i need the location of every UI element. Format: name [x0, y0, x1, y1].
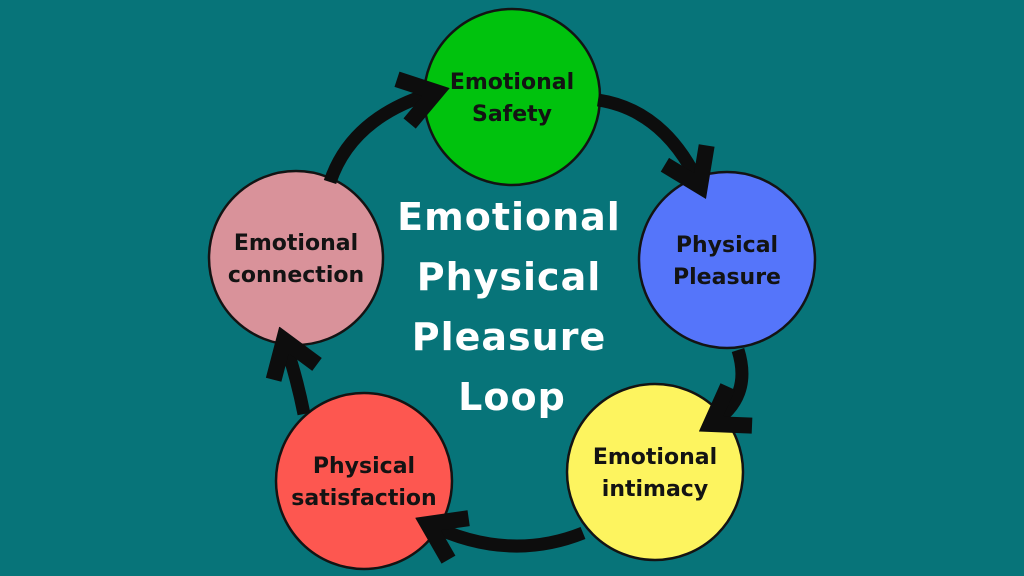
- node-circle-emotional-connection: [207, 169, 385, 347]
- node-label-line: Safety: [472, 102, 552, 127]
- node-label-line: Physical: [313, 454, 415, 479]
- diagram-title-line-4: Loop: [458, 375, 566, 419]
- node-label-line: satisfaction: [291, 486, 436, 511]
- diagram-title-line-2: Physical: [417, 255, 602, 299]
- node-label-line: Emotional: [234, 231, 358, 256]
- node-circle-physical-pleasure: [637, 170, 817, 350]
- arrow-intimacy-to-satisfaction: [428, 524, 586, 546]
- node-label-line: Physical: [676, 233, 778, 258]
- node-circle-emotional-intimacy: [565, 382, 745, 562]
- node-circle-physical-satisfaction: [274, 391, 454, 571]
- arrow-satisfaction-to-connection: [284, 340, 304, 416]
- node-label-line: Emotional: [593, 445, 717, 470]
- arrow-connection-to-safety: [323, 92, 436, 185]
- arrow-safety-to-pleasure: [596, 93, 700, 186]
- node-circle-emotional-safety: [422, 7, 602, 187]
- node-label-line: connection: [228, 263, 364, 288]
- diagram-title-line-1: Emotional: [397, 195, 621, 239]
- node-label-line: Emotional: [450, 70, 574, 95]
- arrow-pleasure-to-intimacy: [711, 348, 742, 424]
- diagram-title-line-3: Pleasure: [412, 315, 606, 359]
- node-label-line: Pleasure: [673, 265, 781, 290]
- node-label-line: intimacy: [602, 477, 708, 502]
